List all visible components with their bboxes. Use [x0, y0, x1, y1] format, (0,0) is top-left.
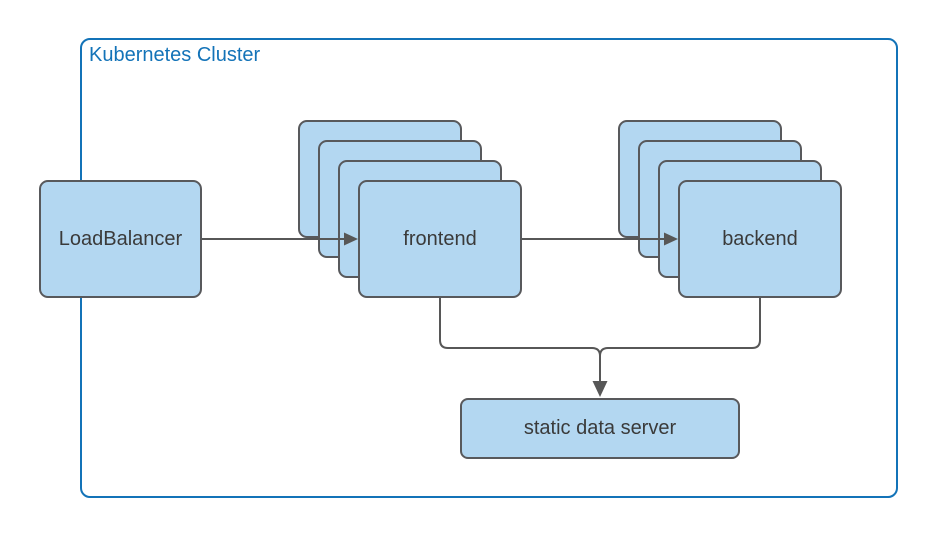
node-frontend: frontend	[358, 180, 522, 298]
node-static-data-server: static data server	[460, 398, 740, 459]
backend-label: backend	[722, 227, 798, 250]
cluster-label: Kubernetes Cluster	[89, 44, 261, 66]
frontend-label: frontend	[403, 227, 477, 250]
loadbalancer-label: LoadBalancer	[58, 227, 183, 250]
static-data-server-label: static data server	[523, 417, 677, 439]
node-loadbalancer: LoadBalancer	[39, 180, 202, 298]
node-backend: backend	[678, 180, 842, 298]
